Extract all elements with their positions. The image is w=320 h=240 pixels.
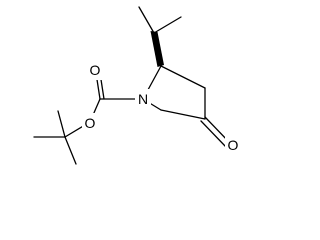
bond-tbu-methyl-top [57,110,66,138]
atom-carbamate-carbonyl-o: O [87,61,103,80]
isopropyl-group [138,6,182,34]
atom-n1: N [135,89,151,108]
pyrrolidine-ring [142,65,206,120]
bond-c4-c5 [160,109,206,120]
bond-ketone-double-b [200,120,227,148]
wedge-bond-stereocenter [150,31,164,67]
atom-label-ester-oxygen: O [85,115,96,131]
atom-ketone-o: O [225,135,241,154]
tert-butyl-group [33,110,77,165]
bond-isopropyl-right-methyl [153,16,182,34]
bond-isopropyl-left-methyl [138,6,155,34]
carbamate-group [64,72,144,138]
atom-label-carbonyl-oxygen: O [90,62,101,78]
bond-c2-c3 [160,65,206,89]
atom-label-ketone-oxygen: O [228,137,239,153]
atom-ester-o: O [82,113,98,132]
bond-tbu-methyl-bottom [64,136,77,165]
molecule-structure: N O O O [33,6,241,165]
atom-label-nitrogen: N [138,91,148,107]
